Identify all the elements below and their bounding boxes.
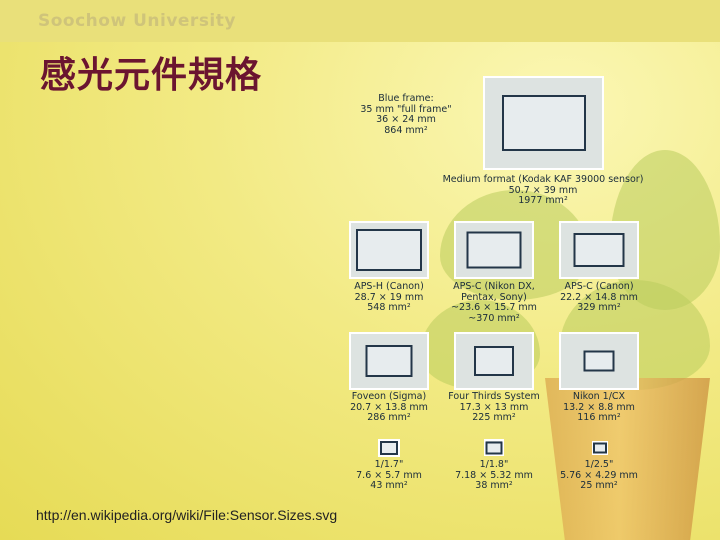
header-bar: Soochow University (0, 0, 720, 42)
sensor-1-1-8-box (484, 439, 504, 456)
sensor-aps-c-canon-box (559, 221, 639, 279)
label-medium-format: Medium format (Kodak KAF 39000 sensor)50… (428, 175, 658, 207)
sensor-1-1-7-box (378, 439, 400, 457)
sensor-aps-c-nikon-box (454, 221, 534, 279)
source-credit-url: http://en.wikipedia.org/wiki/File:Sensor… (36, 507, 337, 523)
sensor-four-thirds-box (454, 332, 534, 390)
sensor-medium-format-box (483, 76, 604, 170)
sensor-aps-h-box (349, 221, 429, 279)
slide-title: 感光元件規格 (40, 46, 262, 98)
sensor-foveon-box (349, 332, 429, 390)
university-name: Soochow University (38, 11, 236, 31)
label-aps-c-nikon: APS-C (Nikon DX,Pentax, Sony)~23.6 × 15.… (444, 282, 544, 324)
sensor-nikon-1-box (559, 332, 639, 390)
sensor-1-2-5-box (592, 441, 608, 455)
